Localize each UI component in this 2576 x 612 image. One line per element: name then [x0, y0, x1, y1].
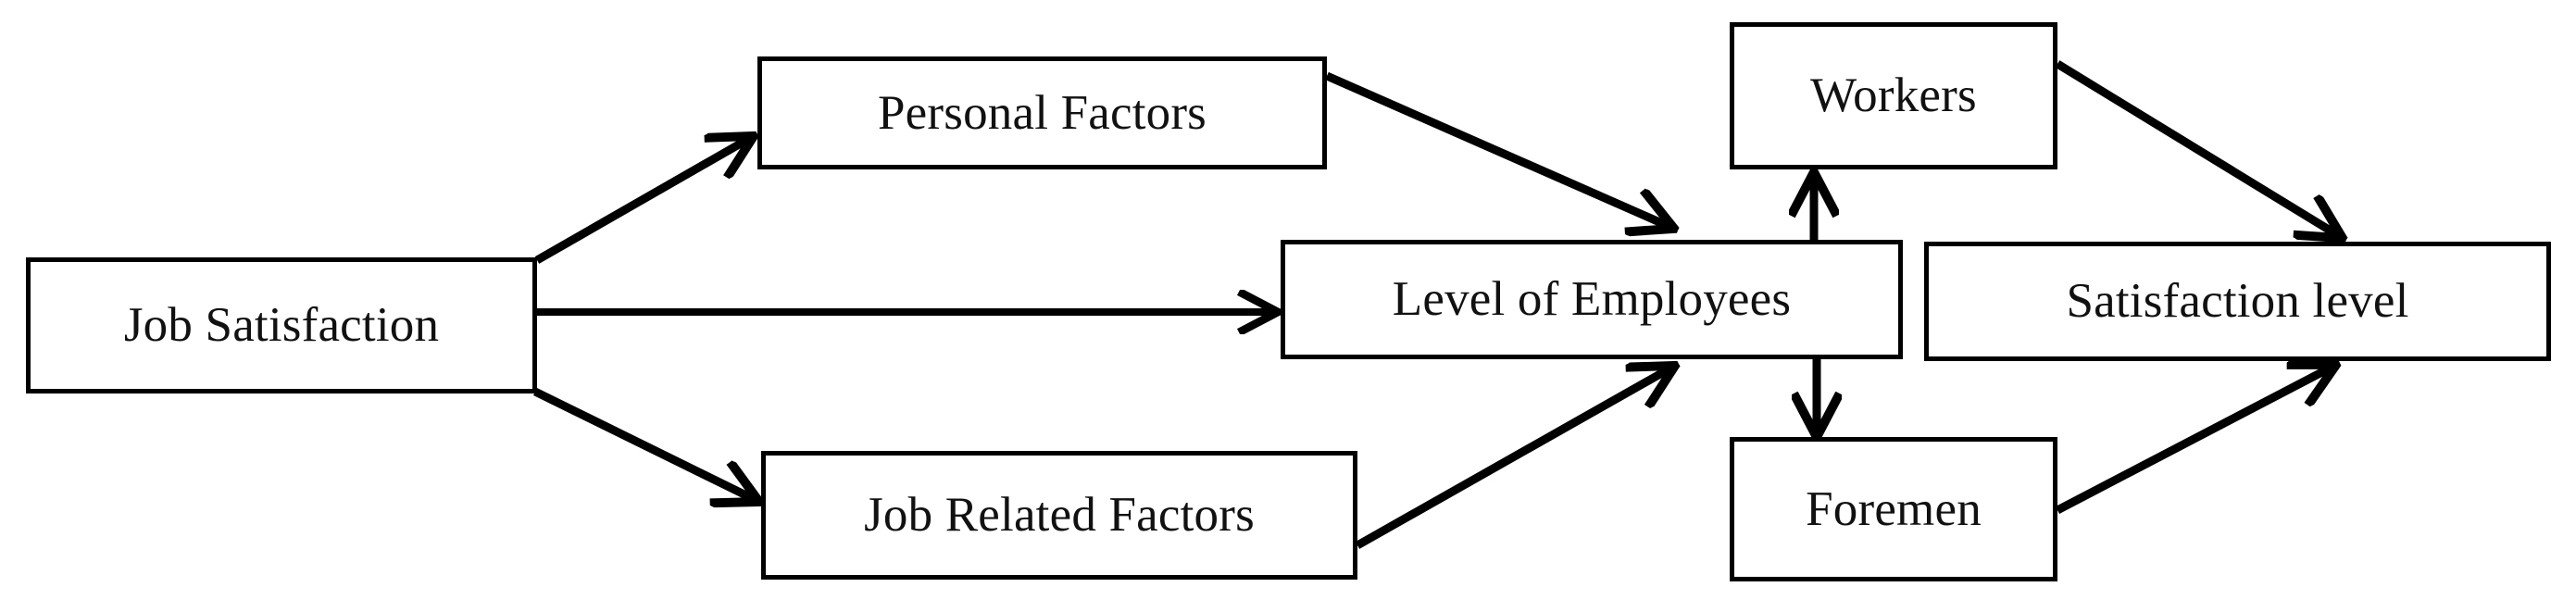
edge-jobsat-to-personal: [534, 137, 752, 264]
edge-workers-to-satisfaction: [2055, 60, 2341, 237]
node-satisfaction-level[interactable]: Satisfaction level: [1924, 242, 2551, 361]
node-label-job-related-factors: Job Related Factors: [864, 488, 1255, 543]
edge-jobrelated-to-level: [1355, 367, 1673, 549]
node-personal-factors[interactable]: Personal Factors: [757, 56, 1327, 169]
node-workers[interactable]: Workers: [1730, 22, 2057, 169]
node-label-satisfaction-level: Satisfaction level: [2066, 274, 2409, 329]
node-level-of-employees[interactable]: Level of Employees: [1281, 240, 1903, 359]
node-job-related-factors[interactable]: Job Related Factors: [761, 451, 1357, 580]
node-label-level-of-employees: Level of Employees: [1392, 272, 1792, 327]
node-foremen[interactable]: Foremen: [1730, 437, 2057, 581]
node-label-job-satisfaction: Job Satisfaction: [123, 298, 440, 353]
node-label-personal-factors: Personal Factors: [878, 85, 1207, 140]
edge-foremen-to-satisfaction: [2055, 366, 2334, 514]
node-label-foremen: Foremen: [1806, 481, 1982, 536]
node-job-satisfaction[interactable]: Job Satisfaction: [26, 257, 537, 393]
node-label-workers: Workers: [1810, 69, 1977, 123]
edge-jobsat-to-jobrelated: [533, 387, 757, 501]
edge-personal-to-level: [1325, 71, 1672, 228]
